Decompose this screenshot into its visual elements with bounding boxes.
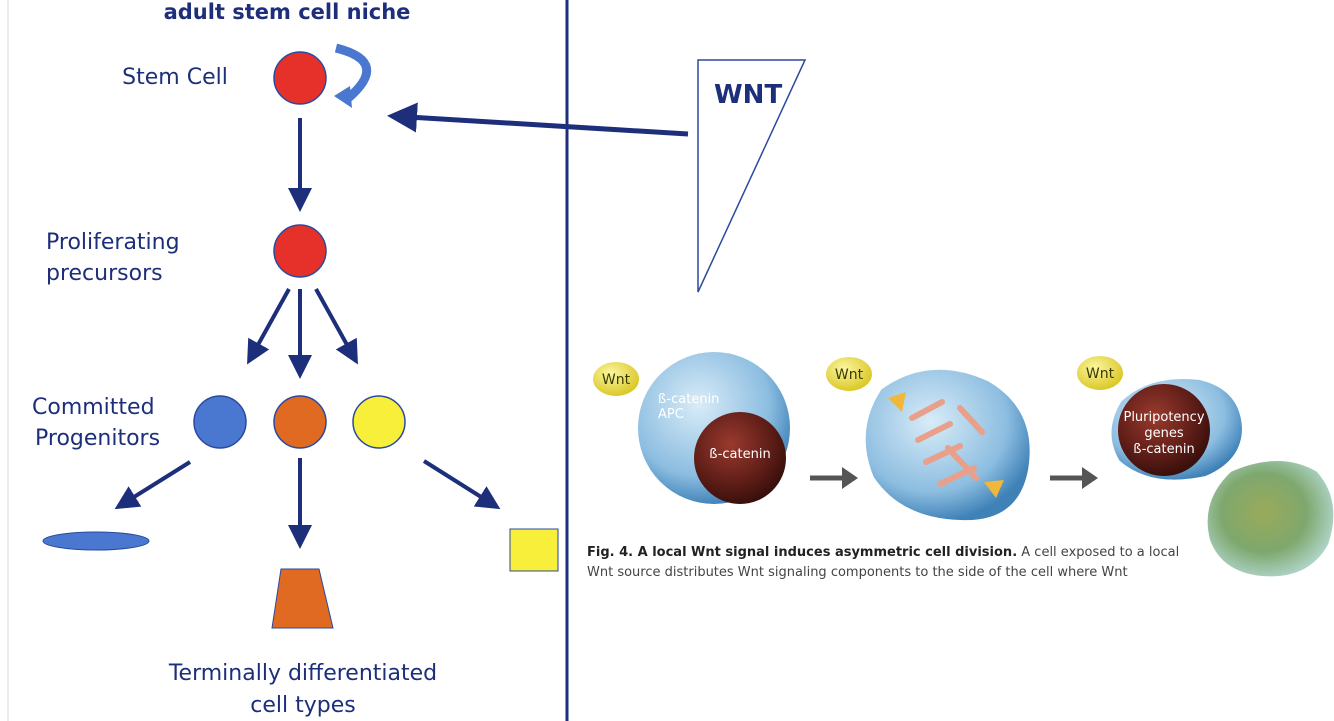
stem-cell-circle xyxy=(273,51,327,105)
arrow-to-square xyxy=(422,459,501,510)
figure-caption-line-1: Fig. 4. A local Wnt signal induces asymm… xyxy=(587,545,1179,560)
arrow-to-ellipse xyxy=(114,460,192,510)
proliferating-circle xyxy=(273,224,327,278)
terminal-orange-trapezoid xyxy=(271,568,334,629)
wnt-badge-1 xyxy=(591,360,641,398)
daughter-cell-nucleus xyxy=(1118,384,1210,476)
stem-cell-label: Stem Cell xyxy=(122,65,228,90)
daughter-cell-differentiating xyxy=(1203,457,1334,581)
terminal-label-1: Terminally differentiated xyxy=(168,661,437,686)
wnt-gradient-triangle xyxy=(697,59,807,293)
cell-2-dividing xyxy=(861,365,1034,525)
committed-label-1: Committed xyxy=(32,395,155,420)
wnt-badge-2 xyxy=(824,355,874,393)
chromosomes xyxy=(909,399,985,487)
wnt-badge-1-text: Wnt xyxy=(602,372,631,388)
cell-1-nucleus-text: ß-catenin xyxy=(709,447,770,462)
terminal-yellow-square xyxy=(509,528,559,572)
yellow-progenitor-circle xyxy=(352,395,406,449)
wnt-signal-arrow xyxy=(387,102,689,137)
cell-3-text-1: Pluripotency xyxy=(1123,410,1204,425)
centrosome-top xyxy=(888,392,906,412)
cell-3-text-3: ß-catenin xyxy=(1133,442,1194,457)
wnt-badge-2-text: Wnt xyxy=(835,367,864,383)
arrow-to-blue-progenitor xyxy=(247,288,291,365)
cell-3-text-2: genes xyxy=(1144,426,1183,441)
centrosome-bottom xyxy=(984,480,1004,498)
arrow-to-yellow-progenitor xyxy=(314,288,358,365)
wnt-badge-3 xyxy=(1075,354,1125,392)
terminal-label-2: cell types xyxy=(250,693,355,718)
proliferating-label-2: precursors xyxy=(46,261,163,286)
blue-progenitor-circle xyxy=(193,395,247,449)
figure-caption-line-2: Wnt source distributes Wnt signaling com… xyxy=(587,565,1128,580)
orange-progenitor-circle xyxy=(273,395,327,449)
cell-1-text-1: ß-catenin xyxy=(658,392,719,407)
terminal-blue-ellipse xyxy=(42,531,150,551)
wnt-label: WNT xyxy=(714,80,782,110)
proliferating-label-1: Proliferating xyxy=(46,230,180,255)
committed-label-2: Progenitors xyxy=(35,426,160,451)
niche-heading: adult stem cell niche xyxy=(164,0,411,24)
self-renewal-arrow-icon xyxy=(334,43,371,104)
wnt-badge-3-text: Wnt xyxy=(1086,366,1115,382)
cell-1-nucleus xyxy=(694,412,786,504)
cell-1-text-2: APC xyxy=(658,407,684,422)
